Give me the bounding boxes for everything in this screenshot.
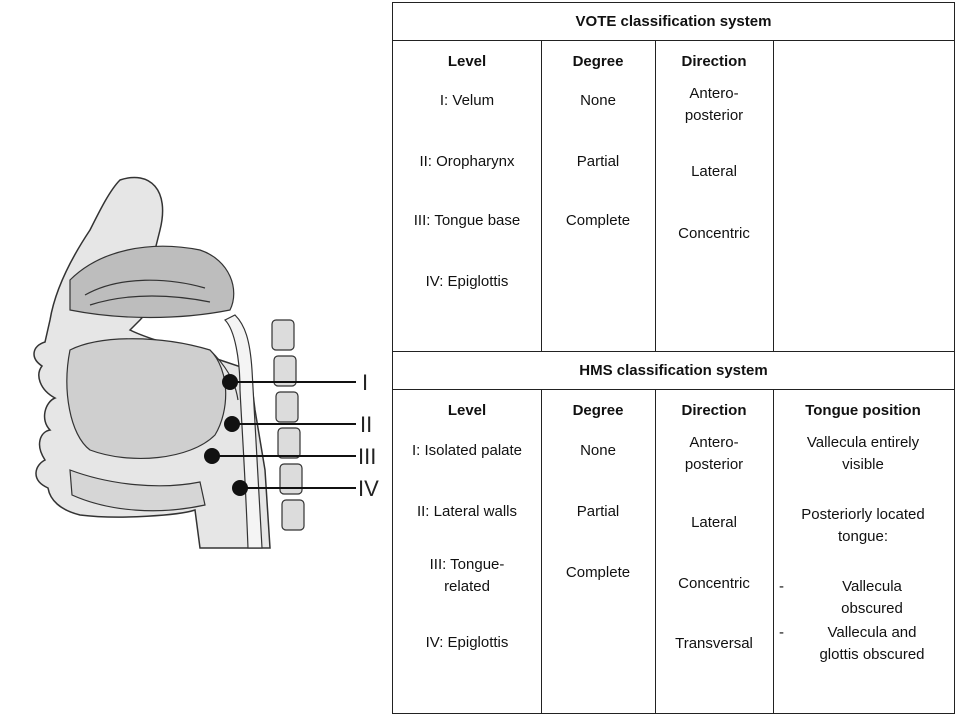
hms-direction-1: Antero- posterior [684, 434, 744, 473]
hms-level-column: Level I: Isolated palate II: Lateral wal… [393, 390, 541, 713]
hms-tongue-subitem-2-text: Vallecula and glottis obscured [819, 624, 925, 663]
hms-direction-3: Concentric [678, 575, 750, 592]
vote-direction-1: Antero- posterior [684, 85, 744, 124]
dash-bullet: - [779, 624, 784, 641]
hms-direction-column: Direction Antero- posterior Lateral Conc… [655, 390, 773, 713]
marker-II: II [224, 412, 372, 437]
vote-degree-1: None [580, 92, 616, 109]
hms-degree-header: Degree [572, 402, 624, 419]
oral-cavity-tongue [66, 338, 239, 459]
hms-degree-3: Complete [565, 564, 631, 581]
hms-direction-2: Lateral [691, 514, 737, 531]
hms-title: HMS classification system [393, 352, 954, 390]
vote-divider-3 [773, 41, 774, 351]
nasal-cavity [69, 245, 235, 319]
vote-degree-column: Degree None Partial Complete [541, 41, 655, 351]
vote-level-2: II: Oropharynx [419, 153, 515, 170]
hms-divider-2 [655, 390, 656, 713]
vote-direction-header: Direction [681, 53, 747, 70]
hms-tongue-posterior: Posteriorly located tongue: [801, 506, 925, 545]
spine [271, 319, 305, 531]
vote-level-1: I: Velum [439, 92, 495, 109]
vote-title: VOTE classification system [393, 3, 954, 41]
hms-divider-3 [773, 390, 774, 713]
vote-divider-2 [655, 41, 656, 351]
vote-level-column: Level I: Velum II: Oropharynx III: Tongu… [393, 41, 541, 351]
vote-divider-1 [541, 41, 542, 351]
hms-level-2: II: Lateral walls [416, 503, 518, 520]
vote-direction-column: Direction Antero- posterior Lateral Conc… [655, 41, 773, 351]
vote-direction-3: Concentric [678, 225, 750, 242]
marker-IV: IV [232, 476, 379, 501]
marker-III: III [204, 444, 376, 469]
jaw [69, 469, 206, 512]
hms-tongue-subitem-1-text: Vallecula obscured [841, 578, 903, 617]
marker-I: I [222, 370, 368, 395]
head-sagittal-section-illustration: I II III IV [33, 176, 379, 549]
marker-label-I: I [362, 370, 368, 395]
hms-direction-header: Direction [681, 402, 747, 419]
marker-label-IV: IV [358, 476, 379, 501]
vote-degree-2: Partial [576, 153, 620, 170]
vote-direction-2: Lateral [691, 163, 737, 180]
vote-level-header: Level [447, 53, 487, 70]
classification-tables: VOTE classification system Level I: Velu… [392, 2, 955, 714]
section-divider [393, 351, 954, 352]
dash-bullet: - [779, 578, 784, 595]
airway [223, 314, 263, 549]
hms-degree-1: None [580, 442, 616, 459]
vote-level-4: IV: Epiglottis [425, 273, 509, 290]
hms-tongue-header: Tongue position [805, 402, 921, 419]
vote-level-3: III: Tongue base [413, 212, 521, 229]
hms-direction-4: Transversal [675, 635, 753, 652]
hms-degree-column: Degree None Partial Complete [541, 390, 655, 713]
vote-degree-header: Degree [572, 53, 624, 70]
hms-level-3: III: Tongue- related [429, 556, 505, 595]
hms-level-1: I: Isolated palate [411, 442, 523, 459]
hms-level-header: Level [447, 402, 487, 419]
hms-tongue-column: Tongue position Vallecula entirely visib… [773, 390, 953, 713]
hms-tongue-visible: Vallecula entirely visible [806, 434, 920, 473]
vote-degree-3: Complete [565, 212, 631, 229]
hms-degree-2: Partial [576, 503, 620, 520]
hms-level-4: IV: Epiglottis [425, 634, 509, 651]
marker-label-II: II [360, 412, 372, 437]
marker-label-III: III [358, 444, 376, 469]
hms-tongue-subitem-2: - Vallecula and glottis obscured [773, 622, 953, 666]
hms-tongue-subitem-1: - Vallecula obscured [773, 576, 953, 620]
hms-divider-1 [541, 390, 542, 713]
